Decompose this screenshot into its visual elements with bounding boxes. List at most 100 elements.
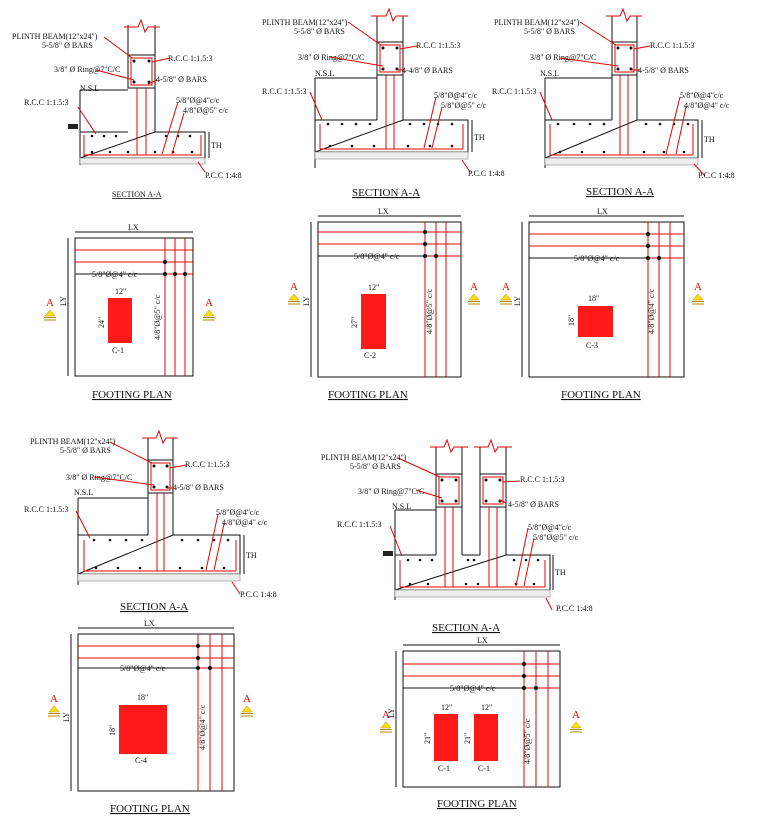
- section-marker-right: A: [205, 297, 213, 309]
- plinth-beam-label: PLINTH BEAM(12"x24"): [321, 453, 407, 462]
- ring-label: 3/8" Ø Ring@7"C/C: [66, 473, 132, 482]
- section-marker-right: A: [243, 693, 251, 705]
- column-bars-label: 4-4/8" Ø BARS: [402, 66, 453, 75]
- lx-label: LX: [477, 636, 488, 645]
- bar-bottom-label: 5/8"Ø@5" c/c: [533, 533, 579, 542]
- bar-y-label: 4/8"Ø@4" c/c: [198, 704, 207, 750]
- th-label: TH: [246, 551, 257, 560]
- beam-bars-label: 5-5/8" Ø BARS: [524, 27, 575, 36]
- nsl-label: N.S.L: [74, 488, 93, 497]
- th-label: TH: [704, 135, 715, 144]
- th-label: TH: [211, 141, 222, 150]
- column-height-label: 21": [463, 733, 472, 744]
- plan-title: FOOTING PLAN: [110, 803, 190, 815]
- column-c1: [108, 298, 132, 343]
- rcc-left-label: R.C.C 1:1.5:3: [492, 87, 536, 96]
- section-marker-left: A: [290, 281, 298, 293]
- lx-label: LX: [597, 207, 608, 216]
- bar-y-label: 4/8"Ø@5" c/c: [153, 294, 162, 340]
- plinth-beam-label: PLINTH BEAM(12"x24"): [12, 32, 98, 41]
- nsl-label: N.S.L: [392, 502, 411, 511]
- footing-plan-4: LX LY 5/8"Ø@4" c/c 4/8"Ø@4" c/c 18" 18" …: [47, 619, 254, 815]
- column-c2: [361, 294, 386, 349]
- footing-plan-5: LX LY 5/8"Ø@4" c/c 4/8"Ø@5" c/c 12" 12" …: [379, 636, 583, 810]
- ly-label: LY: [513, 296, 522, 306]
- section-3: PLINTH BEAM(12"x24") 5-5/8" Ø BARS R.C.C…: [492, 7, 735, 198]
- bar-top-label: 5/8"Ø@4"c/c: [528, 523, 572, 532]
- ring-label: 3/8" Ø Ring@7"C/C: [298, 53, 364, 62]
- bar-x-label: 5/8"Ø@4" c/c: [92, 270, 138, 279]
- column-bars-label: 4-5/8" Ø BARS: [156, 75, 207, 84]
- column-id-label: C-1: [478, 764, 490, 773]
- column-id-label: C-3: [586, 341, 598, 350]
- beam-bars-label: 5-5/8" Ø BARS: [60, 446, 111, 455]
- bar-x-label: 5/8"Ø@4" c/c: [450, 684, 496, 693]
- th-label: TH: [474, 133, 485, 142]
- column-width-label: 12": [115, 287, 126, 296]
- bar-y-label: 4/8"Ø@4" c/c: [647, 288, 656, 334]
- beam-bars-label: 5-5/8" Ø BARS: [294, 27, 345, 36]
- beam-bars-label: 5-5/8" Ø BARS: [42, 41, 93, 50]
- section-5: PLINTH BEAM(12"x24") 5-5/8" Ø BARS R.C.C…: [321, 438, 593, 634]
- ring-label: 3/8" Ø Ring@7"C/C: [530, 53, 596, 62]
- column-id-label: C-1: [438, 764, 450, 773]
- nsl-label: N.S.L: [540, 69, 559, 78]
- column-width-label: 12": [481, 703, 492, 712]
- section-marker-left: A: [502, 281, 510, 293]
- column-height-label: 27": [350, 317, 359, 328]
- footing-plan-1: LX LY 5/8"Ø@4" c/c 4/8"Ø@5" c/c 12" 24" …: [43, 223, 216, 401]
- ring-label: 3/8" Ø Ring@7"C/C: [54, 65, 120, 74]
- plan-title: FOOTING PLAN: [328, 389, 408, 401]
- column-width-label: 18": [588, 294, 599, 303]
- th-label: TH: [555, 568, 566, 577]
- rcc-label: R.C.C 1:1.5:3: [168, 54, 212, 63]
- column-width-label: 12": [368, 283, 379, 292]
- bar-bottom-label: 4/8"Ø@4" c/c: [684, 101, 730, 110]
- column-height-label: 18": [567, 315, 576, 326]
- pcc-label: P.C.C 1:4:8: [240, 590, 277, 599]
- column-width-label: 12": [441, 703, 452, 712]
- ring-label: 3/8" Ø Ring@7"C/C: [358, 487, 424, 496]
- rcc-left-label: R.C.C 1:1.5:3: [337, 520, 381, 529]
- bar-bottom-label: 4/8"Ø@4" c/c: [222, 518, 268, 527]
- bar-top-label: 5/8"Ø@4"c/c: [176, 96, 220, 105]
- lx-label: LX: [128, 223, 139, 232]
- pcc-label: P.C.C 1:4:8: [698, 171, 735, 180]
- bar-y-label: 4/8"Ø@5" c/c: [523, 718, 532, 764]
- rcc-left-label: R.C.C 1:1.5:3: [24, 98, 68, 107]
- bar-x-label: 5/8"Ø@4" c/c: [354, 252, 400, 261]
- section-title: SECTION A-A: [352, 187, 420, 199]
- column-id-label: C-1: [112, 346, 124, 355]
- ly-label: LY: [302, 296, 311, 306]
- plinth-beam-label: PLINTH BEAM(12"x24"): [30, 437, 116, 446]
- footing-plan-3: LX LY 5/8"Ø@4" c/c 4/8"Ø@4" c/c 18" 18" …: [499, 207, 705, 401]
- section-marker-left: A: [46, 297, 54, 309]
- pcc-label: P.C.C 1:4:8: [468, 169, 505, 178]
- section-1: PLINTH BEAM(12"x24") 5-5/8" Ø BARS R.C.C…: [12, 18, 242, 199]
- plinth-beam-label: PLINTH BEAM(12"x24"): [494, 18, 580, 27]
- section-2: PLINTH BEAM(12"x24") 5-5/8" Ø BARS R.C.C…: [262, 7, 505, 199]
- rcc-left-label: R.C.C 1:1.5:3: [262, 87, 306, 96]
- column-c3: [578, 306, 613, 337]
- pcc-label: P.C.C 1:4:8: [205, 171, 242, 180]
- column-id-label: C-4: [135, 756, 147, 765]
- nsl-label: N.S.L: [80, 84, 99, 93]
- section-marker-right: A: [572, 709, 580, 721]
- column-c4: [119, 705, 167, 754]
- column-width-label: 18": [137, 693, 148, 702]
- section-title: SECTION A-A: [120, 601, 188, 613]
- section-marker-right: A: [470, 281, 478, 293]
- section-marker-right: A: [694, 281, 702, 293]
- pcc-label: P.C.C 1:4:8: [556, 604, 593, 613]
- plan-title: FOOTING PLAN: [92, 389, 172, 401]
- column-height-label: 24": [97, 317, 106, 328]
- rcc-left-label: R.C.C 1:1.5:3: [24, 505, 68, 514]
- plan-title: FOOTING PLAN: [437, 798, 517, 810]
- plinth-beam-label: PLINTH BEAM(12"x24"): [262, 18, 348, 27]
- bar-x-label: 5/8"Ø@4" c/c: [120, 664, 166, 673]
- section-marker-left: A: [382, 709, 390, 721]
- section-marker-left: A: [50, 693, 58, 705]
- bar-y-label: 4/8"Ø@5" c/c: [425, 288, 434, 334]
- lx-label: LX: [144, 619, 155, 628]
